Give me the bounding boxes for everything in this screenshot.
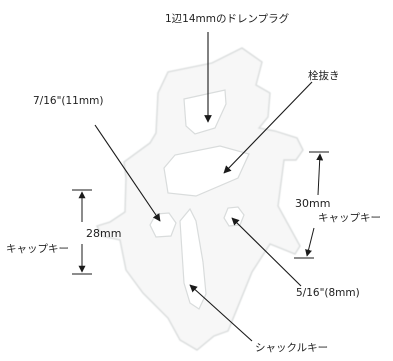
multi-tool-shape xyxy=(96,47,304,351)
label-size-8mm: 5/16"(8mm) xyxy=(296,287,360,299)
leader-arrows xyxy=(94,32,313,342)
arrow-shackle-key xyxy=(189,284,253,342)
label-size-30mm: 30mm xyxy=(295,197,331,210)
label-cap-key-right: キャップキー xyxy=(318,212,381,224)
label-size-28mm: 28mm xyxy=(86,227,122,240)
arrow-plug-key xyxy=(223,81,313,174)
shackle-key-slot xyxy=(179,207,207,310)
dimension-30mm xyxy=(294,151,329,259)
tool-body xyxy=(96,47,304,351)
label-shackle-key: シャックルキー xyxy=(255,342,329,354)
dimension-28mm xyxy=(72,189,92,275)
hex-hole-11mm xyxy=(149,212,177,238)
label-plug-key: 栓抜き xyxy=(308,70,340,82)
drain-plug-square-hole xyxy=(183,89,227,135)
bottle-opener-slot xyxy=(163,145,250,197)
label-cap-key-left: キャップキー xyxy=(6,243,69,255)
label-drain-plug: 1辺14mmのドレンプラグ xyxy=(165,13,290,25)
arrow-size-11 xyxy=(94,124,161,222)
arrow-size-8 xyxy=(231,217,302,287)
label-size-11mm: 7/16"(11mm) xyxy=(33,95,104,107)
